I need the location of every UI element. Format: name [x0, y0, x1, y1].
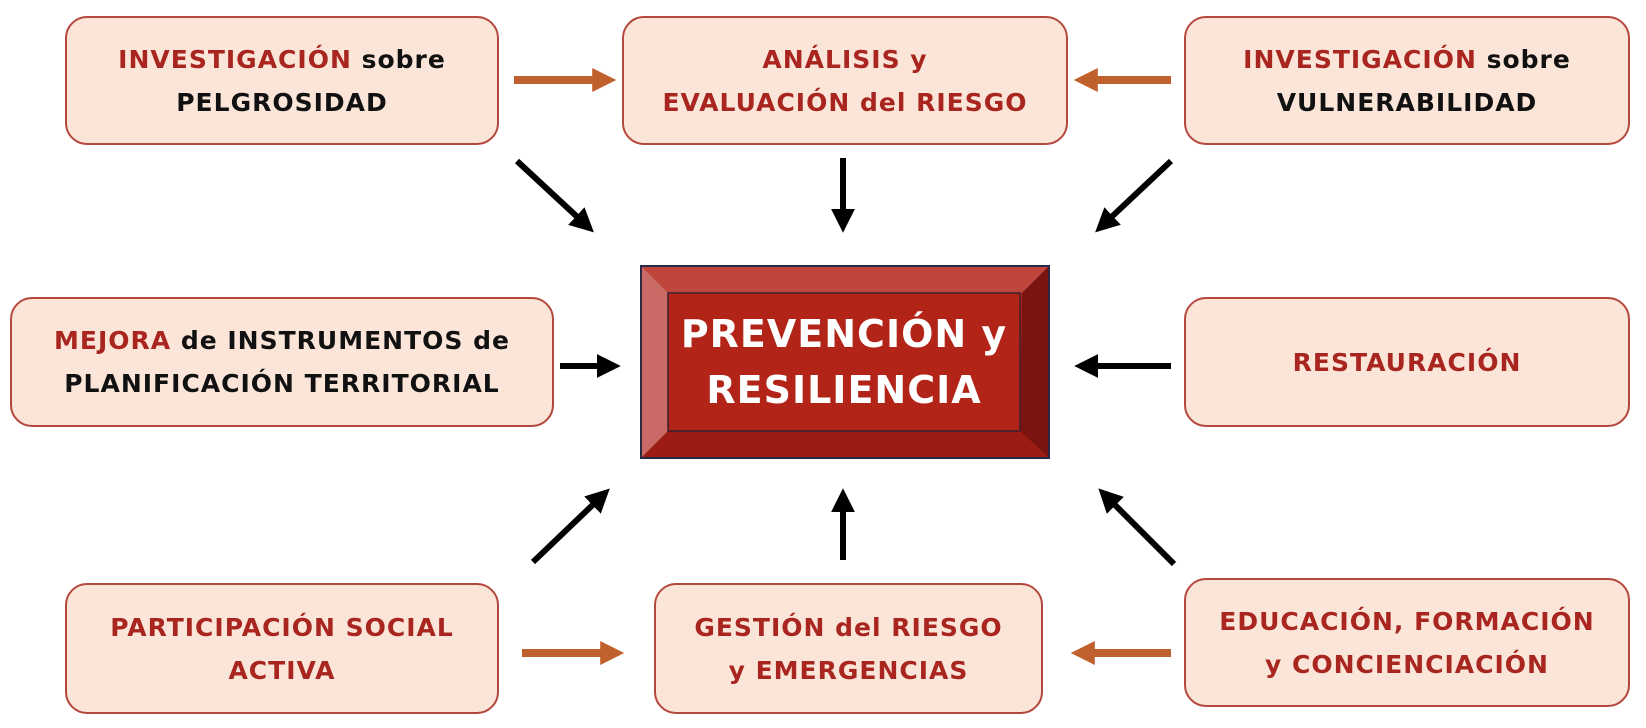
arrow-education-to-center	[1098, 488, 1177, 567]
label-text: GESTIÓN del RIESGO	[694, 612, 1003, 642]
label-text: y EMERGENCIAS	[728, 655, 969, 685]
label-text: EVALUACIÓN del RIESGO	[662, 87, 1028, 117]
label-highlight: INVESTIGACIÓN	[1243, 44, 1477, 74]
bevel-frame	[642, 267, 1048, 457]
label-text: y CONCIENCIACIÓN	[1264, 649, 1549, 679]
label-text: sobre	[351, 44, 446, 74]
box-education: EDUCACIÓN, FORMACIÓN y CONCIENCIACIÓN	[1184, 578, 1630, 707]
center-prevention-resilience: PREVENCIÓN y RESILIENCIA	[640, 265, 1050, 459]
box-planning-improvement: MEJORA de INSTRUMENTOS de PLANIFICACIÓN T…	[10, 297, 554, 427]
label-text: VULNERABILIDAD	[1276, 87, 1538, 117]
box-restoration: RESTAURACIÓN	[1184, 297, 1630, 427]
center-title-line2: RESILIENCIA	[706, 368, 982, 412]
arrow-hazard-to-center	[514, 158, 594, 233]
label-highlight: INVESTIGACIÓN	[118, 44, 352, 74]
label-text: ANÁLISIS y	[762, 44, 928, 74]
label-text: PARTICIPACIÓN SOCIAL	[110, 612, 454, 642]
label-text: de INSTRUMENTOS de	[171, 326, 510, 355]
label-text: PLANIFICACIÓN TERRITORIAL	[64, 369, 500, 398]
arrow-vulnerability-to-center	[1095, 158, 1174, 233]
label-text: RESTAURACIÓN	[1292, 347, 1522, 377]
label-text: PELGROSIDAD	[176, 87, 388, 117]
label-text: sobre	[1476, 44, 1571, 74]
label-highlight: MEJORA	[54, 326, 172, 355]
box-social-participation: PARTICIPACIÓN SOCIAL ACTIVA	[65, 583, 499, 714]
label-text: ACTIVA	[228, 655, 336, 685]
label-text: EDUCACIÓN, FORMACIÓN	[1219, 606, 1595, 636]
box-risk-analysis: ANÁLISIS y EVALUACIÓN del RIESGO	[622, 16, 1068, 145]
center-title-line1: PREVENCIÓN y	[680, 312, 1008, 356]
box-risk-management: GESTIÓN del RIESGO y EMERGENCIAS	[654, 583, 1043, 714]
arrow-participation-to-center	[530, 488, 610, 565]
